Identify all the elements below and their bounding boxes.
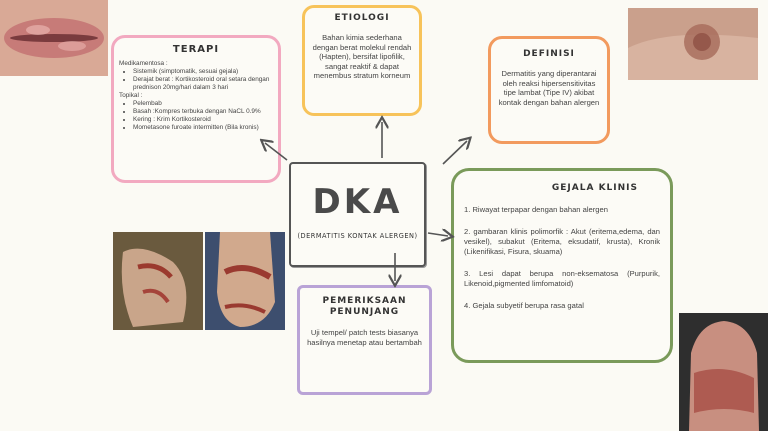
list-item: Kering : Krim Kortikosteroid xyxy=(133,116,273,124)
list-item: Pelembab xyxy=(133,100,273,108)
terapi-box: TERAPI Medikamentosa : Sistemik (simptom… xyxy=(111,35,281,183)
terapi-title: TERAPI xyxy=(172,44,220,55)
topikal-label: Topikal : xyxy=(119,92,143,99)
definisi-text: Dermatitis yang diperantarai oleh reaksi… xyxy=(498,69,600,107)
gejala-title: GEJALA KLINIS xyxy=(551,183,638,193)
foot-photo-left xyxy=(113,232,203,330)
hand-lesion-photo xyxy=(628,8,758,80)
hand-dermatitis-photo xyxy=(679,313,768,431)
definisi-title: DEFINISI xyxy=(523,49,575,59)
list-item: 1. Riwayat terpapar dengan bahan alergen xyxy=(464,205,608,214)
list-item: Derajat berat : Kortikosteroid oral seta… xyxy=(133,76,273,92)
pemeriksaan-text: Uji tempel/ patch tests biasanya hasilny… xyxy=(307,328,422,347)
list-item: 3. Lesi dapat berupa non-eksematosa (Pur… xyxy=(464,269,660,288)
pemeriksaan-box: PEMERIKSAAN PENUNJANG Uji tempel/ patch … xyxy=(297,285,432,395)
definisi-box: DEFINISI Dermatitis yang diperantarai ol… xyxy=(488,36,610,144)
arrow-to-definisi xyxy=(442,141,467,165)
list-item: Basah :Kompres terbuka dengan NaCL 0.9% xyxy=(133,108,273,116)
list-item: 2. gambaran klinis polimorfik : Akut (er… xyxy=(464,227,660,256)
medikamentosa-label: Medikamentosa : xyxy=(119,60,168,67)
etiologi-box: ETIOLOGI Bahan kimia sederhana dengan be… xyxy=(302,5,422,116)
list-item: 4. Gejala subyetif berupa rasa gatal xyxy=(464,301,584,310)
list-item: Sistemik (simptomatik, sesuai gejala) xyxy=(133,68,273,76)
list-item: Mometasone furoate intermitten (Bila kro… xyxy=(133,124,273,132)
arrow-to-gejala xyxy=(427,233,448,236)
foot-photo-right xyxy=(205,232,285,330)
lips-photo xyxy=(0,0,108,76)
etiologi-title: ETIOLOGI xyxy=(334,13,390,23)
center-title: DKA xyxy=(312,182,403,222)
pemeriksaan-title: PEMERIKSAAN PENUNJANG xyxy=(322,296,407,317)
etiologi-text: Bahan kimia sederhana dengan berat molek… xyxy=(312,33,412,80)
center-box: DKA (DERMATITIS KONTAK ALERGEN) xyxy=(289,162,426,267)
center-subtitle: (DERMATITIS KONTAK ALERGEN) xyxy=(297,232,418,240)
gejala-box: GEJALA KLINIS 1. Riwayat terpapar dengan… xyxy=(451,168,673,363)
